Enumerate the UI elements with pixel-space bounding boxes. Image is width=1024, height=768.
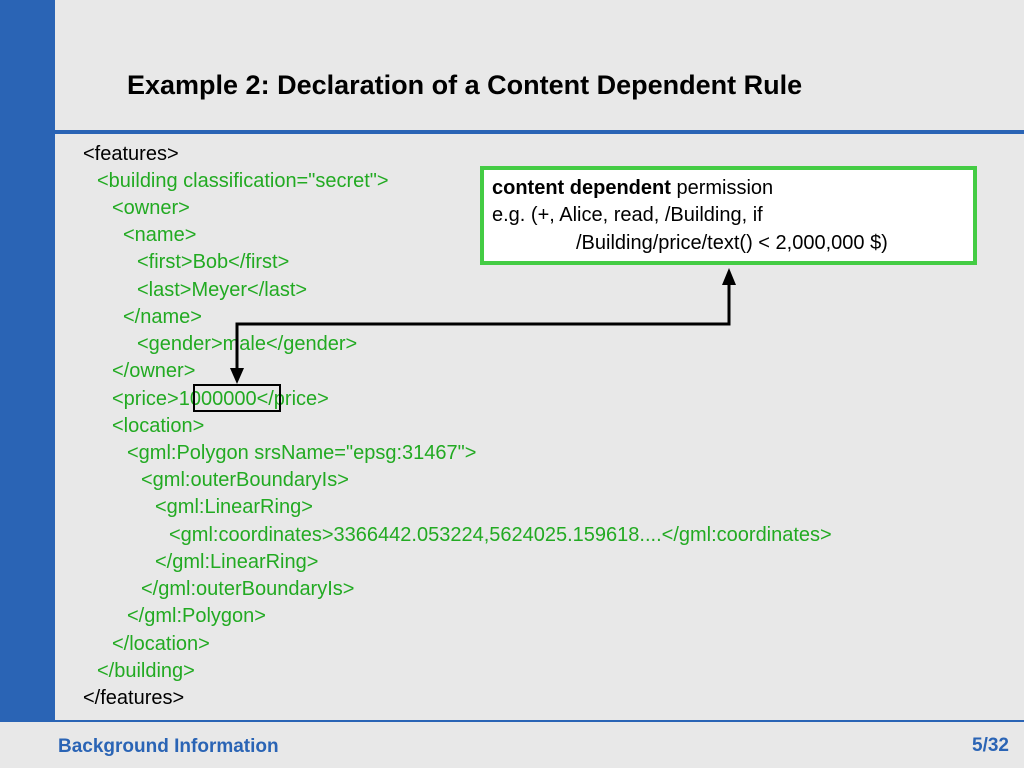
title-divider [55, 130, 1024, 134]
xml-line: <gml:LinearRing> [155, 496, 313, 518]
xml-line: <gml:Polygon srsName="epsg:31467"> [127, 442, 477, 464]
title-area [55, 0, 1024, 130]
page-number: 5/32 [972, 735, 1009, 756]
xml-line: <gml:coordinates>3366442.053224,5624025.… [169, 524, 832, 546]
permission-rest-text: permission [670, 177, 774, 199]
permission-line-2: e.g. (+, Alice, read, /Building, if [492, 204, 763, 226]
xml-line: <building classification="secret"> [97, 170, 389, 192]
connector-line [235, 282, 731, 372]
permission-bold-text: content dependent [492, 177, 671, 199]
xml-line: <owner> [112, 197, 190, 219]
footer-divider [0, 720, 1024, 722]
arrowhead-down-icon [230, 368, 244, 384]
xml-line: </gml:Polygon> [127, 605, 266, 627]
xml-line: </name> [123, 306, 202, 328]
price-value-highlight [193, 384, 281, 412]
permission-line-1: content dependent permission [492, 176, 773, 200]
xml-line: </building> [97, 660, 195, 682]
permission-box [480, 166, 977, 265]
xml-line: <name> [123, 224, 197, 246]
slide-title: Example 2: Declaration of a Content Depe… [127, 70, 803, 100]
permission-line-3: /Building/price/text() < 2,000,000 $) [576, 232, 888, 254]
xml-line: </owner> [112, 360, 196, 382]
xml-line: </location> [112, 633, 210, 655]
xml-line: <price>1000000</price> [112, 388, 329, 410]
left-accent-bar [0, 0, 55, 768]
xml-line: <gender>male</gender> [137, 333, 358, 355]
xml-line: <first>Bob</first> [137, 251, 290, 273]
xml-line: <location> [112, 415, 205, 437]
xml-line: <last>Meyer</last> [137, 279, 308, 301]
xml-line: <features> [83, 143, 179, 165]
xml-line: </gml:LinearRing> [155, 551, 319, 573]
footer [0, 722, 1024, 768]
arrowhead-up-icon [722, 268, 736, 285]
xml-line: <gml:outerBoundaryIs> [141, 469, 349, 491]
footer-section-label: Background Information [58, 736, 279, 757]
xml-line: </gml:outerBoundaryIs> [141, 578, 355, 600]
xml-line: </features> [83, 687, 185, 709]
